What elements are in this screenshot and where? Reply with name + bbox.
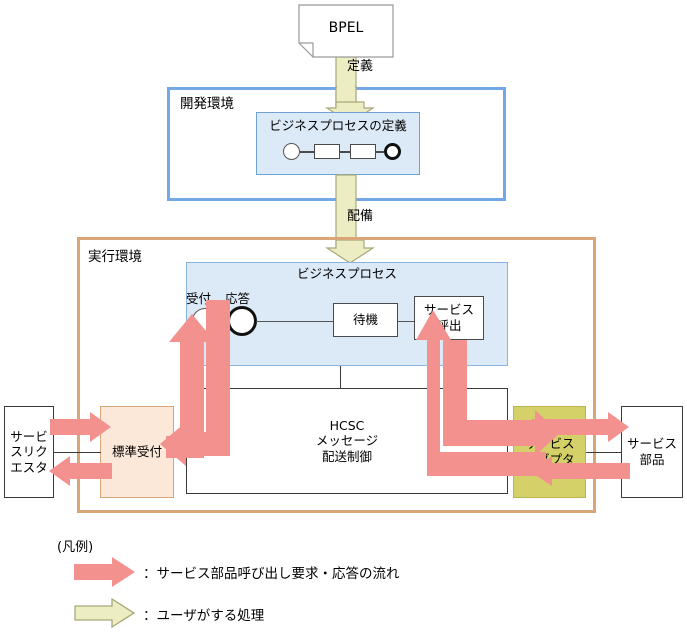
runtime-environment-label: 実行環境 <box>88 249 142 265</box>
legend-yellow-arrow-icon <box>74 597 136 629</box>
business-process-definition-label: ビジネスプロセスの定義 <box>269 118 407 134</box>
legend-pink-arrow-icon <box>74 557 135 587</box>
requester-reception-connector <box>54 452 101 453</box>
deploy-arrow-head <box>324 239 376 264</box>
wait-activity-label: 待機 <box>352 312 378 328</box>
bpmn-end-circle-icon <box>384 143 401 160</box>
flow-reply-to-reception <box>160 300 230 466</box>
bpmn-connector-3 <box>376 151 384 153</box>
service-component-label: サービス 部品 <box>626 436 677 467</box>
bpmn-task-box-1 <box>314 144 340 159</box>
standard-reception-label: 標準受付 <box>111 444 162 460</box>
receive-label: 受付 <box>186 291 212 306</box>
flow-component-to-adapter <box>529 456 630 486</box>
flow-requester-to-reception <box>50 412 111 442</box>
reply-circle-icon <box>227 306 257 336</box>
runtime-environment-container <box>77 237 596 513</box>
bpmn-connector-1 <box>300 151 314 153</box>
flow-adapter-to-invoke <box>416 310 546 476</box>
bpel-document-shape <box>298 4 394 58</box>
bpmn-connector-2 <box>340 151 350 153</box>
bpel-label: BPEL <box>328 20 364 37</box>
bpmn-start-circle-icon <box>283 143 300 160</box>
bpmn-task-box-2 <box>350 144 376 159</box>
flow-reception-to-requester <box>49 456 112 486</box>
service-requester-box <box>4 406 54 498</box>
legend-item-1-text: ：ユーザがする処理 <box>143 608 265 624</box>
service-component-box <box>621 406 683 498</box>
reply-label: 応答 <box>225 291 251 306</box>
business-process-label: ビジネスプロセス <box>296 266 397 282</box>
standard-reception-box <box>100 406 174 498</box>
wait-activity-box <box>333 303 398 337</box>
legend-title: (凡例) <box>57 540 94 555</box>
hcsc-message-delivery-label: HCSC メッセージ 配送制御 <box>315 417 379 464</box>
adapter-component-connector <box>586 452 622 453</box>
service-requester-label: サービ スリク エスタ <box>10 428 48 475</box>
flow-invoke-to-adapter <box>443 340 560 456</box>
bp-connector-2 <box>398 321 414 322</box>
define-arrow-label: 定義 <box>347 59 374 74</box>
development-environment-label: 開発環境 <box>180 96 234 112</box>
legend-item-0-text: ：サービス部品呼び出し要求・応答の流れ <box>143 566 400 582</box>
flow-adapter-to-component <box>532 412 629 442</box>
deploy-arrow-label: 配備 <box>347 209 374 224</box>
bp-hcsc-connector <box>340 366 342 388</box>
bp-connector-1 <box>256 321 333 322</box>
flow-reception-to-receive <box>166 314 215 458</box>
